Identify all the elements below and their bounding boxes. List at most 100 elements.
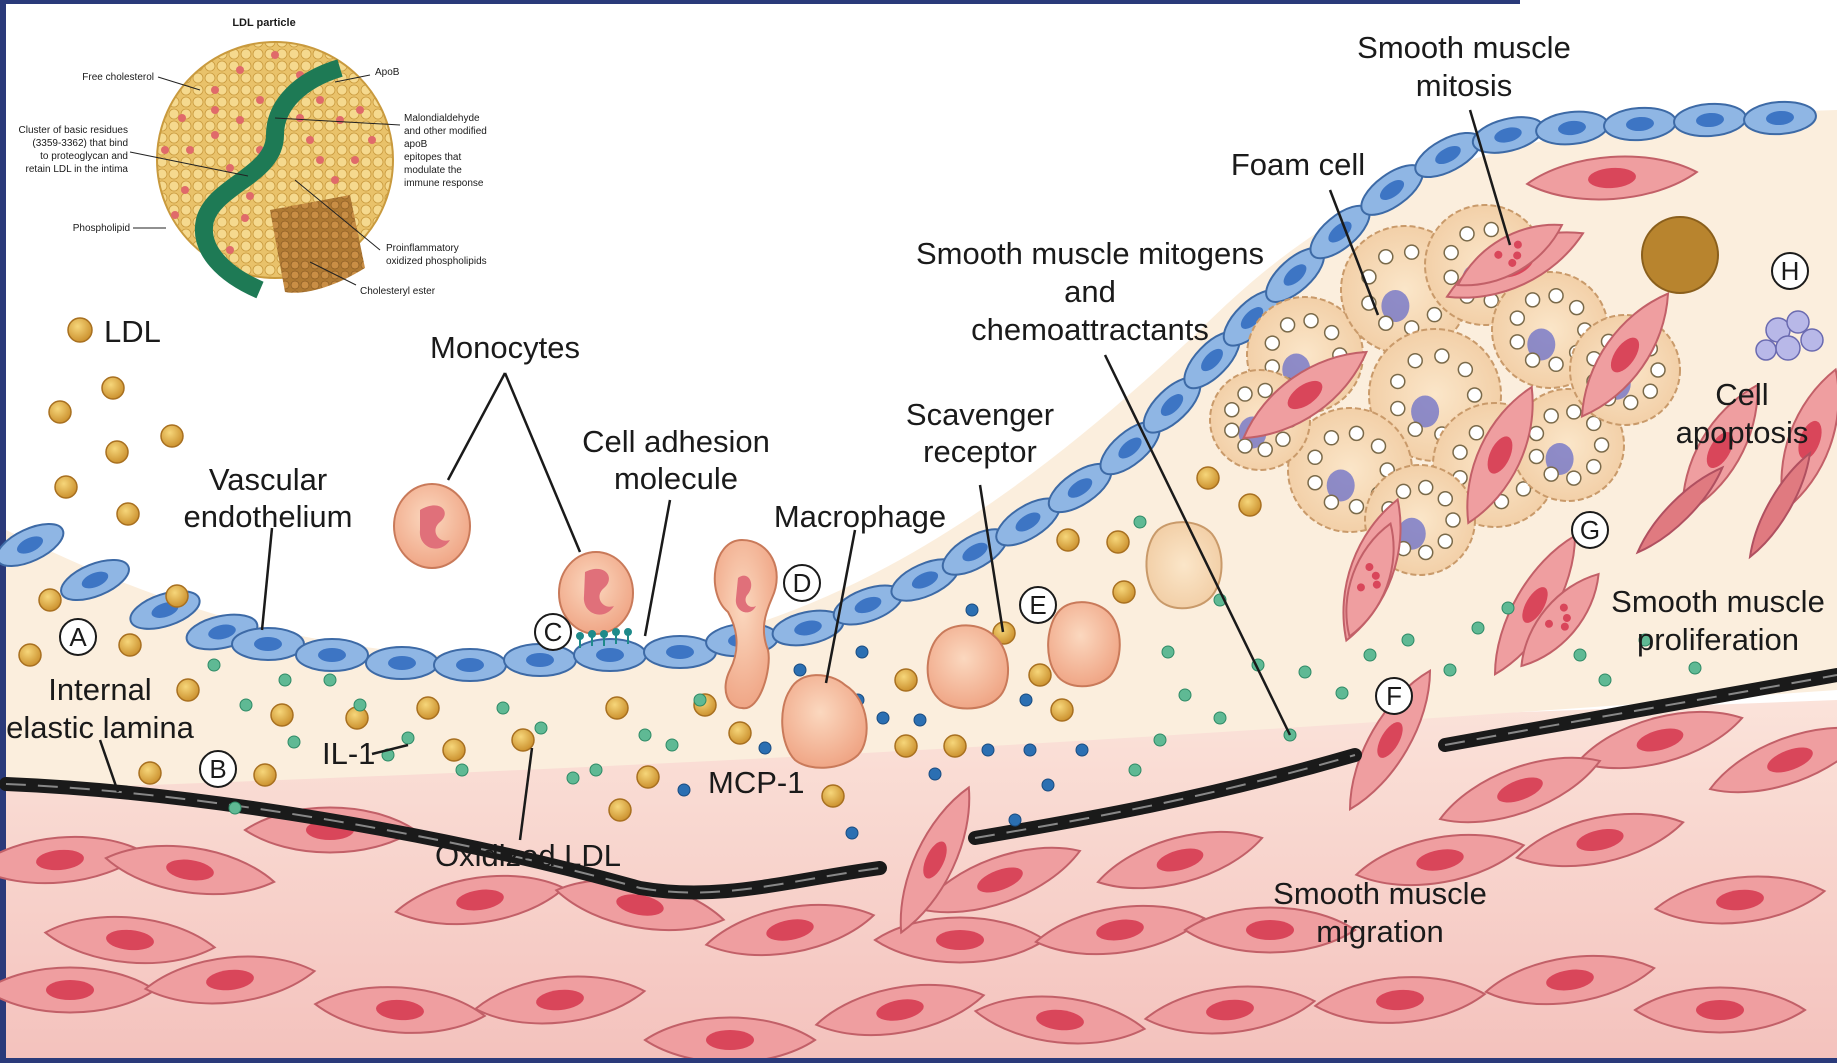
ldl-particle-dot	[49, 401, 71, 423]
ldl-particle-dot	[106, 441, 128, 463]
proliferation-label-2: proliferation	[1637, 622, 1799, 657]
free-cholesterol-dot	[368, 136, 376, 144]
free-cholesterol-label: Free cholesterol	[82, 72, 154, 83]
free-cholesterol-dot	[161, 146, 169, 154]
ldl-particle-dot	[1057, 529, 1079, 551]
il1-dot	[1129, 764, 1141, 776]
smooth-muscle-nucleus	[46, 980, 94, 1000]
lipid-droplet	[1458, 363, 1472, 377]
mcp1-dot	[856, 646, 868, 658]
scavenger-label-1: Scavenger	[906, 397, 1054, 432]
mcp1-dot	[759, 742, 771, 754]
lipid-droplet	[1526, 353, 1540, 367]
lipid-droplet	[1570, 301, 1584, 315]
lipid-droplet	[1549, 357, 1563, 371]
cell-adhesion-label-1: Cell adhesion	[582, 424, 770, 459]
apoptosis-label-1: Cell	[1715, 377, 1768, 412]
free-cholesterol-dot	[178, 114, 186, 122]
ldl-particle-dot	[1029, 664, 1051, 686]
proinflammatory-label-2: oxidized phospholipids	[386, 256, 487, 267]
free-cholesterol-dot	[336, 116, 344, 124]
smooth-muscle-nucleus	[706, 1030, 754, 1050]
ldl-particle-dot	[117, 503, 139, 525]
lipid-droplet	[1397, 484, 1411, 498]
step-marker-letter: D	[793, 568, 812, 598]
lipid-droplet	[1510, 335, 1524, 349]
lipid-droplet	[1308, 476, 1322, 490]
lipid-droplet	[1371, 439, 1385, 453]
step-marker-f: F	[1376, 678, 1412, 714]
free-cholesterol-dot	[356, 106, 364, 114]
lipid-droplet	[1453, 445, 1467, 459]
step-marker-a: A	[60, 619, 96, 655]
lipid-droplet	[1444, 270, 1458, 284]
il1-dot	[354, 699, 366, 711]
lipid-droplet	[1325, 326, 1339, 340]
lipid-droplet	[1544, 467, 1558, 481]
ldl-particle-dot	[166, 585, 188, 607]
mcp1-dot	[929, 768, 941, 780]
mcp1-label: MCP-1	[708, 765, 804, 800]
il1-dot	[1472, 622, 1484, 634]
il1-dot	[288, 736, 300, 748]
step-marker-d: D	[784, 565, 820, 601]
free-cholesterol-dot	[316, 96, 324, 104]
il1-dot	[1599, 674, 1611, 686]
endothelial-cell	[574, 639, 646, 671]
lipid-droplet	[1484, 223, 1498, 237]
lipid-droplet	[1446, 513, 1460, 527]
il1-label: IL-1	[322, 736, 375, 771]
lipid-droplet	[1265, 336, 1279, 350]
macrophage-label: Macrophage	[774, 499, 946, 534]
lipid-droplet	[1408, 354, 1422, 368]
il1-dot	[1336, 687, 1348, 699]
mcp1-dot	[678, 784, 690, 796]
ldl-particle-dot	[512, 729, 534, 751]
mitogens-label-2: and	[1064, 274, 1116, 309]
lipid-droplet	[1349, 426, 1363, 440]
scavenger-label-2: receptor	[923, 434, 1037, 469]
ldl-particle-title: LDL particle	[232, 17, 295, 29]
lipid-droplet	[1469, 426, 1483, 440]
mcp1-dot	[846, 827, 858, 839]
ldl-label: LDL	[104, 314, 161, 349]
il1-dot	[1444, 664, 1456, 676]
endothelial-cell	[232, 628, 304, 660]
endothelial-nucleus	[666, 645, 694, 659]
ldl-particle-dot	[139, 762, 161, 784]
endothelial-cell	[366, 647, 438, 679]
free-cholesterol-dot	[226, 246, 234, 254]
step-marker-h: H	[1772, 253, 1808, 289]
il1-dot	[639, 729, 651, 741]
necrotic-cell	[1642, 217, 1718, 293]
ldl-particle-dot	[19, 644, 41, 666]
il1-dot	[1364, 649, 1376, 661]
lipid-droplet	[1379, 316, 1393, 330]
migration-label-1: Smooth muscle	[1273, 876, 1487, 911]
ldl-particle-dot	[1197, 467, 1219, 489]
foam-cell-label: Foam cell	[1231, 147, 1365, 182]
mcp1-dot	[1042, 779, 1054, 791]
mcp1-dot	[1024, 744, 1036, 756]
endothelial-nucleus	[596, 648, 624, 662]
mcp1-dot	[966, 604, 978, 616]
ldl-particle-dot	[637, 766, 659, 788]
early-foam-cell	[1146, 522, 1221, 608]
ldl-particle-dot	[606, 697, 628, 719]
il1-dot	[535, 722, 547, 734]
il1-dot	[1689, 662, 1701, 674]
lipid-droplet	[1468, 388, 1482, 402]
step-marker-b: B	[200, 751, 236, 787]
mcp1-dot	[1009, 814, 1021, 826]
lipid-droplet	[1324, 431, 1338, 445]
lipid-droplet	[1549, 289, 1563, 303]
mcp1-dot	[877, 712, 889, 724]
free-cholesterol-dot	[186, 146, 194, 154]
lipid-droplet	[1324, 495, 1338, 509]
il1-dot	[694, 694, 706, 706]
il1-dot	[456, 764, 468, 776]
lipid-droplet	[1567, 471, 1581, 485]
lipid-droplet	[1276, 432, 1290, 446]
